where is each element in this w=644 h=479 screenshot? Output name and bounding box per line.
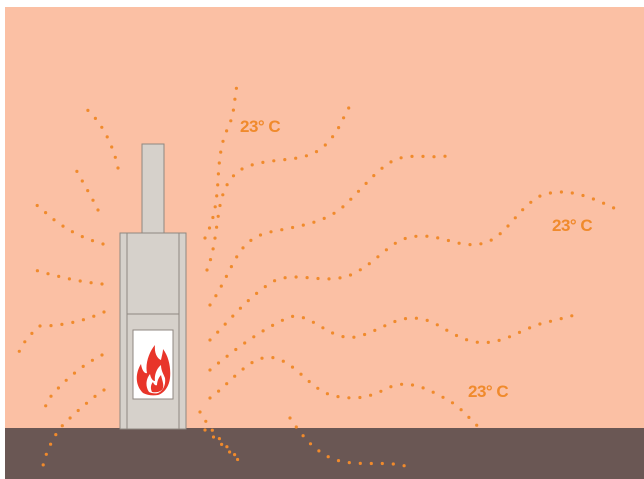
chimney-pipe xyxy=(142,144,164,233)
temperature-label-right: 23° C xyxy=(552,216,592,236)
temperature-label-bottom: 23° C xyxy=(468,382,508,402)
temperature-label-top: 23° C xyxy=(240,117,280,137)
